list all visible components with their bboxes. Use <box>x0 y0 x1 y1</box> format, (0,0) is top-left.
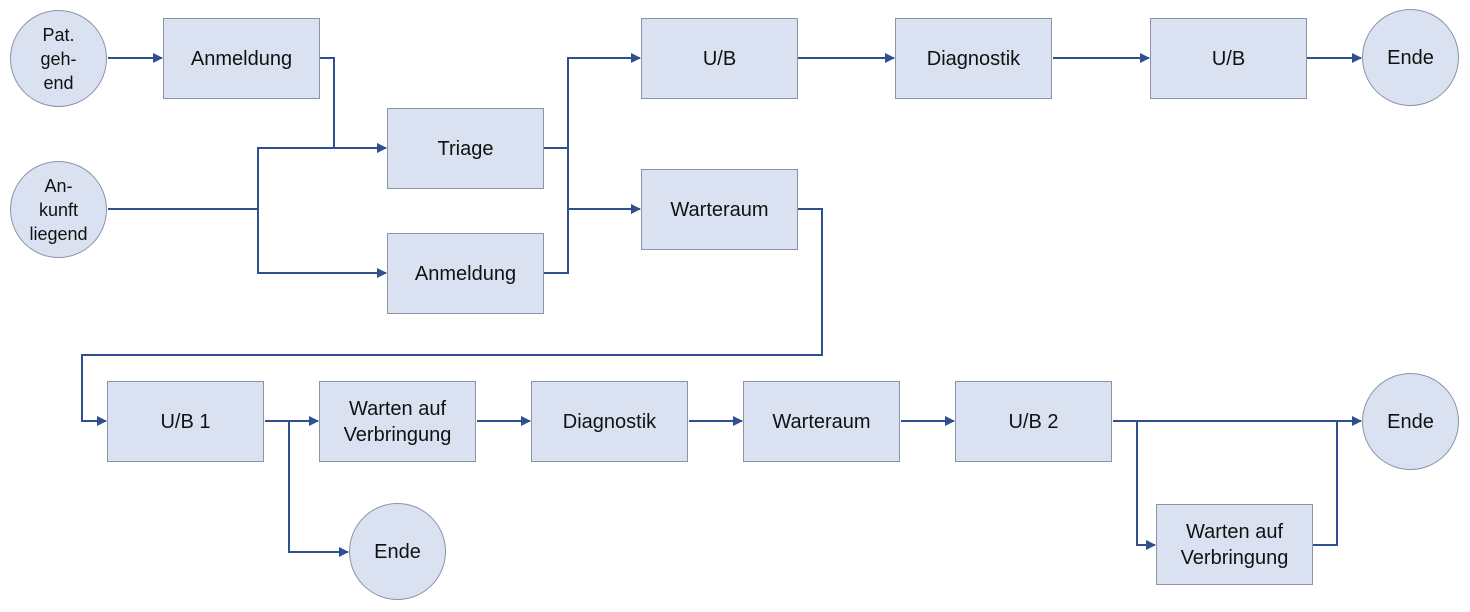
edge-registration-to-triage <box>320 57 387 153</box>
ub-top-2-label: U/B <box>1211 47 1246 70</box>
ub-top-1-label: U/B <box>702 47 737 70</box>
diagnostics-bottom-label: Diagnostik <box>562 410 657 433</box>
registration-top-label: Anmeldung <box>190 47 293 70</box>
ub-top-1-node: U/B <box>641 18 798 99</box>
end-bottom-right-node: Ende <box>1362 373 1459 470</box>
edge-waiting-room-to-ub1 <box>81 208 823 426</box>
end-bottom-right-label: Ende <box>1387 410 1434 433</box>
registration-mid-label: Anmeldung <box>414 262 517 285</box>
diagnostics-bottom-node: Diagnostik <box>531 381 688 462</box>
triage-label: Triage <box>437 137 494 160</box>
edge-to-waiting-room <box>567 148 641 214</box>
waiting-room-top-node: Warteraum <box>641 169 798 250</box>
wait-transfer-2-label: Warten auf Verbringung <box>1180 520 1289 569</box>
end-bottom-left-node: Ende <box>349 503 446 600</box>
start-lying-node: An- kunft liegend <box>10 161 107 258</box>
ub1-label: U/B 1 <box>160 410 211 433</box>
start-walking-label: Pat. geh- end <box>40 24 77 93</box>
waiting-room-top-label: Warteraum <box>670 198 769 221</box>
start-lying-label: An- kunft liegend <box>29 175 88 244</box>
registration-top-node: Anmeldung <box>163 18 320 99</box>
wait-transfer-2-node: Warten auf Verbringung <box>1156 504 1313 585</box>
ub-top-2-node: U/B <box>1150 18 1307 99</box>
edge-ub2-to-wait-transfer-2 <box>1136 421 1156 550</box>
triage-node: Triage <box>387 108 544 189</box>
diagnostics-top-label: Diagnostik <box>926 47 1021 70</box>
ub2-node: U/B 2 <box>955 381 1112 462</box>
end-top-node: Ende <box>1362 9 1459 106</box>
edge-lying-to-triage <box>108 147 334 210</box>
end-bottom-left-label: Ende <box>374 540 421 563</box>
edge-wait-transfer-2-to-end <box>1313 421 1338 546</box>
end-top-label: Ende <box>1387 46 1434 69</box>
ub1-node: U/B 1 <box>107 381 264 462</box>
wait-transfer-1-label: Warten auf Verbringung <box>343 397 452 446</box>
diagnostics-top-node: Diagnostik <box>895 18 1052 99</box>
edge-lying-to-registration-mid <box>257 209 387 278</box>
edge-ub1-to-end <box>288 421 349 557</box>
edge-registration-mid-merge <box>544 209 569 274</box>
edge-triage-to-ub <box>544 53 641 149</box>
wait-transfer-1-node: Warten auf Verbringung <box>319 381 476 462</box>
waiting-room-bottom-label: Warteraum <box>772 410 871 433</box>
registration-mid-node: Anmeldung <box>387 233 544 314</box>
start-walking-node: Pat. geh- end <box>10 10 107 107</box>
waiting-room-bottom-node: Warteraum <box>743 381 900 462</box>
ub2-label: U/B 2 <box>1008 410 1059 433</box>
